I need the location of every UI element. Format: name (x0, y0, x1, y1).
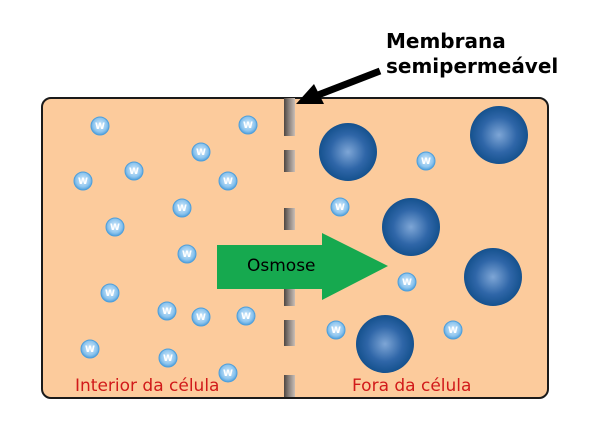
water-molecule: W (105, 217, 125, 237)
svg-text:W: W (448, 326, 458, 336)
membrane-segment (284, 150, 295, 172)
water-molecules: W W W W W W W W W W W W W W W W W W W W W (73, 115, 463, 383)
membrane-segment (284, 375, 295, 397)
osmosis-label: Osmose (247, 256, 316, 276)
svg-text:W: W (196, 313, 206, 323)
outside-label: Fora da célula (352, 376, 471, 396)
svg-text:W: W (105, 289, 115, 299)
water-molecule: W (191, 142, 211, 162)
svg-text:W: W (85, 345, 95, 355)
svg-text:W: W (110, 223, 120, 233)
water-molecule: W (124, 161, 144, 181)
membrane-label-line1: Membrana (386, 29, 506, 53)
svg-text:W: W (177, 204, 187, 214)
water-molecule: W (80, 339, 100, 359)
membrane-segment (284, 98, 295, 136)
inside-label: Interior da célula (75, 376, 219, 396)
membrane-segment (284, 208, 295, 230)
svg-text:W: W (223, 369, 233, 379)
solute-particles (319, 106, 528, 373)
water-molecule: W (238, 115, 258, 135)
svg-text:W: W (335, 203, 345, 213)
water-molecule: W (100, 283, 120, 303)
water-molecule: W (90, 116, 110, 136)
solute-particle (382, 198, 440, 256)
svg-text:W: W (223, 177, 233, 187)
svg-text:W: W (129, 167, 139, 177)
membrane-label-line2: semipermeável (386, 54, 558, 78)
svg-text:W: W (196, 148, 206, 158)
water-molecule: W (191, 307, 211, 327)
water-molecule: W (330, 197, 350, 217)
membrane-segment (284, 320, 295, 346)
svg-text:W: W (243, 121, 253, 131)
svg-text:W: W (241, 312, 251, 322)
svg-text:W: W (402, 278, 412, 288)
svg-text:W: W (95, 122, 105, 132)
svg-text:W: W (162, 307, 172, 317)
water-molecule: W (397, 272, 417, 292)
solute-particle (356, 315, 414, 373)
water-molecule: W (218, 171, 238, 191)
solute-particle (319, 123, 377, 181)
svg-text:W: W (421, 157, 431, 167)
svg-text:W: W (163, 354, 173, 364)
svg-text:W: W (331, 326, 341, 336)
water-molecule: W (158, 348, 178, 368)
water-molecule: W (326, 320, 346, 340)
osmosis-arrow (217, 233, 388, 300)
solute-particle (470, 106, 528, 164)
svg-text:W: W (78, 177, 88, 187)
solute-particle (464, 248, 522, 306)
water-molecule: W (218, 363, 238, 383)
water-molecule: W (236, 306, 256, 326)
membrane-pointer-arrow (296, 67, 382, 104)
water-molecule: W (177, 244, 197, 264)
water-molecule: W (443, 320, 463, 340)
water-molecule: W (172, 198, 192, 218)
svg-text:W: W (182, 250, 192, 260)
water-molecule: W (416, 151, 436, 171)
water-molecule: W (157, 301, 177, 321)
water-molecule: W (73, 171, 93, 191)
